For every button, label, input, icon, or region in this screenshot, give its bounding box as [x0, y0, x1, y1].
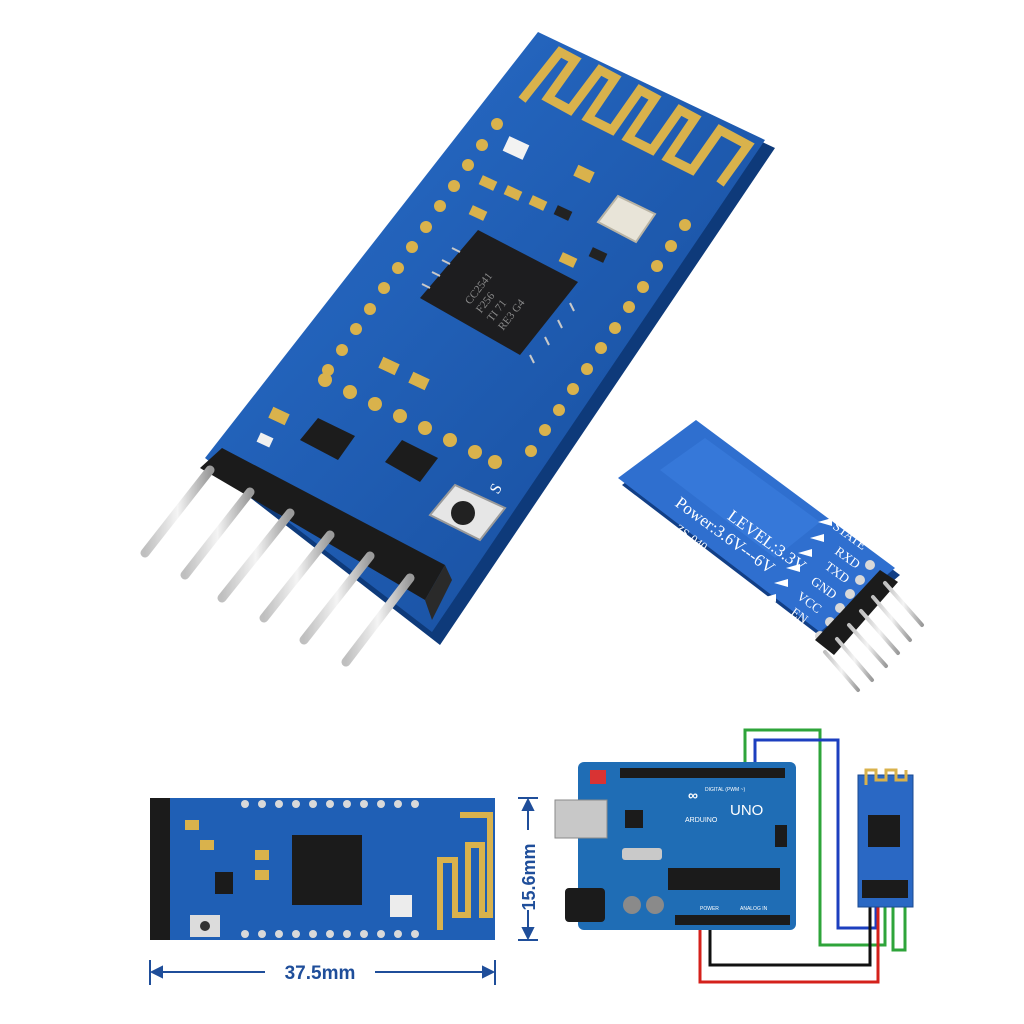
smd-components: [256, 136, 608, 448]
arduino-logo-text: ARDUINO: [685, 817, 718, 824]
pin-arrows: [762, 518, 832, 602]
dim-header: [150, 798, 170, 940]
power-header-label: POWER: [700, 906, 719, 912]
height-dimension-line: [518, 797, 538, 941]
width-dimension-line: [149, 960, 496, 985]
wire-black: [708, 905, 872, 967]
dim-antenna: [437, 812, 493, 930]
power-analog-header: [675, 915, 790, 925]
arduino-wiring-diagram: ∞ ARDUINO UNO DIGITAL (PWM ~) POWER ANAL…: [554, 728, 914, 984]
arduino-board: [578, 762, 796, 930]
back-header-pins: [823, 581, 924, 692]
dim-header-pins: [95, 810, 160, 929]
transistor-2: [385, 440, 438, 482]
dim-chip: [292, 835, 362, 905]
arduino-logo-infinity: ∞: [688, 787, 698, 803]
usb-port: [554, 799, 608, 839]
reset-button: [590, 770, 606, 784]
arduino-model-label: UNO: [730, 802, 763, 819]
module-back-view: LEVEL:3.3V Power:3.6V---6V ZS-040 STATE …: [618, 420, 924, 692]
crystal-oscillator: [622, 848, 662, 860]
capacitor-2: [646, 896, 664, 914]
edge-pads-right: [525, 219, 691, 457]
dimension-view: 37.5mm 15.6mm: [95, 797, 539, 985]
edge-pads-bottom: [318, 373, 502, 469]
wire-green: [743, 728, 887, 947]
wire-blue: [753, 738, 878, 930]
atmega-chip: [668, 868, 780, 890]
push-button: [428, 483, 507, 542]
digital-header-label: DIGITAL (PWM ~): [705, 787, 745, 793]
height-dimension-label: 15.6mm: [519, 843, 539, 910]
transistor-1: [300, 418, 355, 460]
wire-red: [698, 905, 880, 984]
digital-header: [620, 768, 785, 778]
analog-header-label: ANALOG IN: [740, 906, 768, 912]
edge-pads-left: [322, 118, 503, 376]
dim-pads: [241, 800, 419, 938]
main-module-front: CC2541 F256 TI 71 RE3 G4: [140, 32, 775, 667]
pin-header-pins: [140, 465, 415, 667]
power-jack: [565, 888, 605, 922]
antenna-trace: [518, 46, 755, 187]
main-chip: CC2541 F256 TI 71 RE3 G4: [420, 230, 578, 364]
wires: [698, 728, 907, 984]
dim-crystal: [390, 895, 412, 917]
capacitor-1: [623, 896, 641, 914]
width-dimension-label: 37.5mm: [285, 963, 356, 984]
icsp-header: [775, 825, 787, 847]
pin-header-plastic: [200, 448, 445, 600]
crystal: [596, 194, 657, 244]
